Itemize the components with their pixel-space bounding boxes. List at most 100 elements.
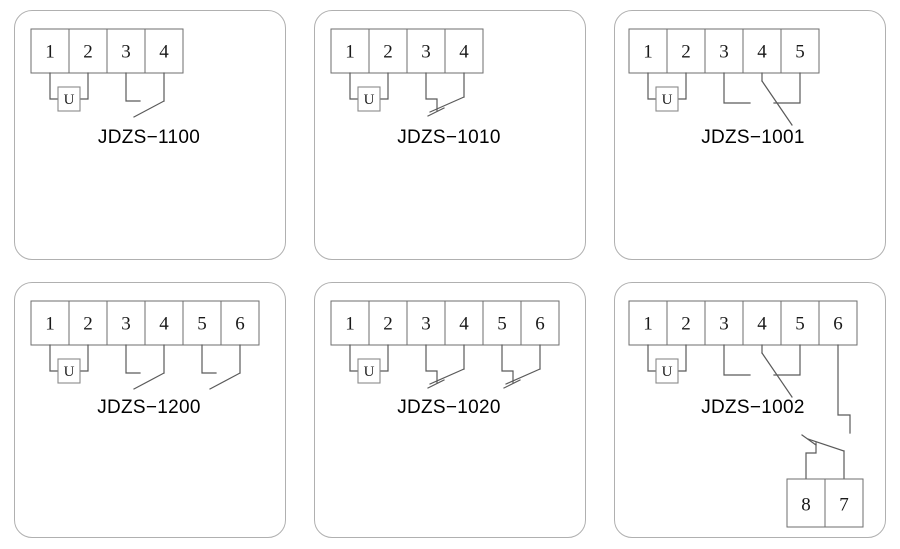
terminal-number: 1	[643, 42, 653, 63]
coil-wire-left	[647, 344, 657, 372]
terminal-number: 3	[121, 42, 131, 63]
contact-1-nc-fixed-contact	[425, 72, 438, 112]
terminal-number: 4	[159, 314, 169, 335]
contact-1-co-no-fixed	[773, 72, 801, 104]
aux-contact-blade	[807, 438, 845, 452]
terminal-cell	[220, 300, 260, 346]
model-label: JDZS−1200	[97, 397, 201, 418]
coil-wire-left	[349, 344, 359, 372]
contact-1-co-no-fixed	[773, 344, 801, 376]
contact-1-no-blade	[133, 100, 165, 118]
contact-2-nc-blade	[505, 368, 541, 385]
model-label: JDZS−1010	[397, 127, 501, 148]
terminal-cell	[742, 28, 782, 74]
terminal-number: 1	[45, 42, 55, 63]
terminal-number: 3	[121, 314, 131, 335]
terminal-number: 6	[235, 314, 245, 335]
contact-1-no-fixed-contact	[125, 72, 141, 102]
coil-wire-left	[349, 72, 359, 100]
coil-box	[655, 358, 679, 384]
terminal-cell	[182, 300, 222, 346]
wiring: U	[647, 72, 801, 126]
terminal-cell	[330, 300, 370, 346]
model-label: JDZS−1002	[701, 397, 805, 418]
terminal-number: 1	[45, 314, 55, 335]
wiring: U	[49, 72, 165, 118]
terminal-number: 5	[197, 314, 207, 335]
terminal-number: 5	[795, 314, 805, 335]
contact-2-nc-tick	[503, 379, 521, 389]
contact-1-nc-fixed-contact	[425, 344, 438, 384]
coil-box	[57, 86, 81, 112]
aux-terminal-number: 7	[839, 495, 849, 516]
wiring: U	[349, 344, 541, 389]
contact-1-co-nc-fixed	[723, 72, 751, 104]
terminal-number: 4	[159, 42, 169, 63]
coil-label: U	[364, 364, 375, 380]
terminal-number: 2	[383, 314, 393, 335]
contact-1-co-blade	[761, 80, 793, 126]
aux-terminal-cell	[786, 478, 826, 528]
terminal-strip: 1 2 3 4 5 6	[30, 300, 260, 346]
terminal-number: 2	[383, 42, 393, 63]
aux-contact-tick	[801, 434, 817, 446]
coil-wire-left	[49, 344, 59, 372]
terminal-cell	[144, 300, 184, 346]
coil-wire-left	[647, 72, 657, 100]
aux-terminal-cell	[824, 478, 864, 528]
terminal-number: 3	[719, 42, 729, 63]
terminal-cell	[444, 28, 484, 74]
wiring: U	[49, 344, 241, 390]
terminal-number: 6	[833, 314, 843, 335]
terminal-cell	[520, 300, 560, 346]
terminal-number: 5	[497, 314, 507, 335]
contact-1-no-fixed-contact	[125, 344, 141, 374]
coil-label: U	[64, 364, 75, 380]
terminal-cell	[368, 28, 408, 74]
contact-1-nc-blade	[429, 368, 465, 385]
terminal-number: 4	[459, 314, 469, 335]
coil-box	[57, 358, 81, 384]
contact-1-co-nc-fixed	[723, 344, 751, 376]
terminal-number: 2	[681, 314, 691, 335]
terminal-number: 1	[345, 42, 355, 63]
terminal-number: 3	[421, 42, 431, 63]
terminal-number: 2	[83, 314, 93, 335]
coil-wire-right	[677, 344, 687, 372]
coil-label: U	[364, 92, 375, 108]
coil-wire-right	[79, 344, 89, 372]
contact-1-co-blade	[761, 352, 793, 398]
coil-box	[655, 86, 679, 112]
panel-graphics-jdzs-1200: 1 2 3 4 5 6U JDZS−1200	[30, 300, 260, 418]
aux-contact-fixed	[805, 442, 817, 480]
model-label: JDZS−1100	[98, 127, 200, 148]
contact-2-no-fixed-contact	[201, 344, 217, 374]
coil-label: U	[64, 92, 75, 108]
terminal-number: 4	[757, 314, 767, 335]
terminal-cell	[666, 28, 706, 74]
wiring: U	[349, 72, 465, 117]
contact-1-nc-tick	[427, 107, 445, 117]
terminal-number: 3	[421, 314, 431, 335]
terminal-cell	[628, 28, 668, 74]
aux-terminal-number: 8	[801, 495, 811, 516]
model-label: JDZS−1001	[701, 127, 805, 148]
terminal-number: 6	[535, 314, 545, 335]
coil-wire-right	[379, 72, 389, 100]
aux-feed-wire	[837, 344, 851, 434]
contact-2-nc-fixed-contact	[501, 344, 514, 384]
terminal-number: 1	[643, 314, 653, 335]
terminal-number: 1	[345, 314, 355, 335]
model-label: JDZS−1020	[397, 397, 501, 418]
